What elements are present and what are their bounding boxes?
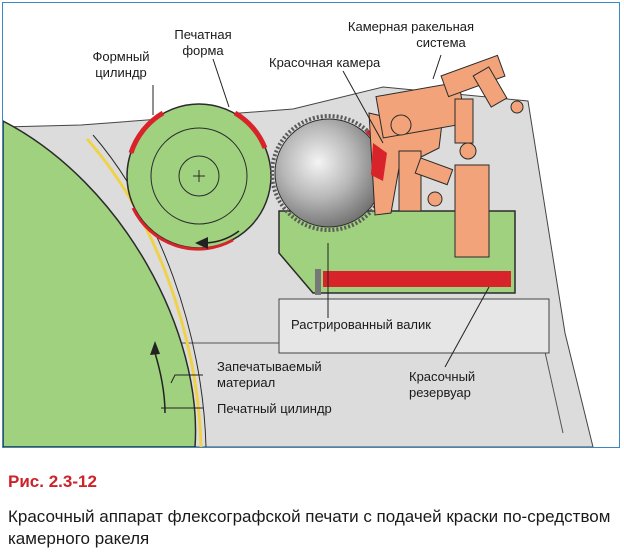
leader-reservoir [444,286,490,368]
label-form-cylinder-2: цилиндр [95,65,147,80]
leader-chamber-system [432,54,442,80]
vertical-strut [454,98,474,144]
label-printing-plate-2: форма [182,43,224,58]
label-form-cylinder-1: Формный [92,49,149,64]
label-printing-plate-1: Печатная [174,27,231,42]
lower-ram [454,164,490,258]
flexo-inking-diagram: Формный цилиндр Печатная форма Камерная … [3,19,594,447]
label-substrate-2: материал [217,375,275,390]
label-impression-cylinder: Печатный цилиндр [217,401,332,416]
label-ink-chamber: Красочная камера [269,55,381,70]
label-chamber-system-1: Камерная ракельная [348,19,474,34]
blade-red-edge [371,143,387,181]
form-cylinder-ring-1 [150,127,248,225]
label-ink-reservoir-2: резервуар [409,385,471,400]
substrate-web [85,138,203,447]
leader-substrate [170,374,203,384]
chamber-knob [390,114,412,136]
impression-cylinder [3,120,197,447]
figure-frame: Формный цилиндр Печатная форма Камерная … [2,2,620,448]
arm-link [472,66,508,108]
printing-plate-3 [131,207,234,251]
ink-reservoir-red [323,271,511,287]
label-substrate-1: Запечатываемый [217,359,322,374]
figure-number: Рис. 2.3-12 [8,472,97,491]
reservoir-holder [315,269,321,295]
form-cylinder-ring-2 [178,155,220,197]
leader-printing-plate [212,58,230,108]
arm-end [510,100,524,114]
form-cylinder-center [193,170,205,182]
printing-plate-2 [233,110,268,149]
label-ink-reservoir-1: Красочный [409,369,475,384]
label-chamber-system-2: система [416,35,466,50]
label-anilox-roller: Растрированный валик [291,317,431,332]
substrate-web-edge [92,134,207,447]
side-post [398,150,422,212]
ram-pivot [459,142,477,160]
impression-arrow-head [150,341,160,355]
leader-ink-chamber [342,70,384,144]
reservoir-base [278,298,550,354]
lever-arm [414,157,454,186]
printing-plate [128,110,165,154]
figure-caption: Красочный аппарат флексографской печати … [8,507,611,548]
form-arrow-head [195,237,208,249]
anilox-roller [274,118,384,228]
lever-pivot [427,191,443,207]
